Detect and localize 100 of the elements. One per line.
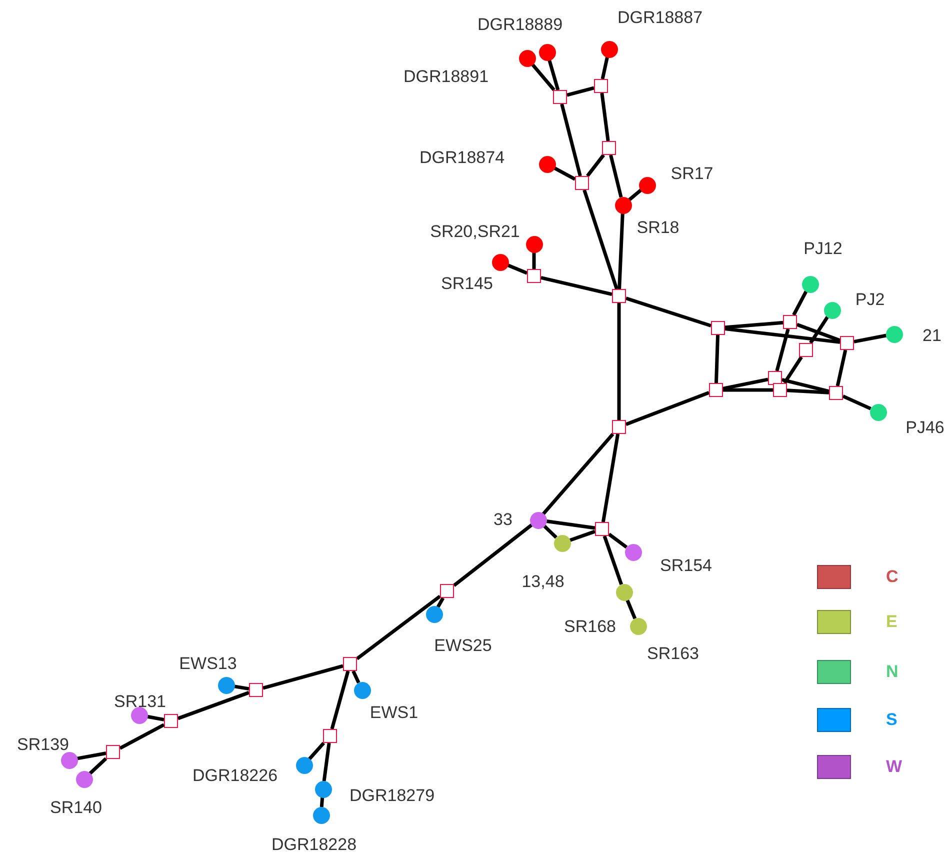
median-vector-square <box>323 729 337 743</box>
network-link <box>600 92 610 142</box>
haplotype-label: SR18 <box>636 218 680 238</box>
median-vector-square <box>602 141 616 155</box>
haplotype-label: SR131 <box>114 692 166 712</box>
haplotype-label: 21 <box>922 326 942 346</box>
median-vector-square <box>711 321 725 335</box>
network-link <box>854 334 886 344</box>
haplotype-label: PJ46 <box>906 418 944 438</box>
network-link <box>618 212 624 290</box>
haplotype-circle <box>518 50 536 66</box>
network-link <box>714 334 720 384</box>
median-vector-square <box>840 336 854 350</box>
median-vector-square <box>768 371 782 385</box>
network-link <box>722 378 768 390</box>
network-link <box>76 752 106 760</box>
median-vector-square <box>164 714 178 728</box>
haplotype-circle <box>296 756 312 774</box>
haplotype-circle <box>630 618 646 634</box>
network-link <box>582 189 618 290</box>
network-link <box>506 263 528 275</box>
haplotype-circle <box>530 512 546 528</box>
median-vector-square <box>783 315 797 329</box>
network-link <box>782 378 830 393</box>
median-vector-square <box>527 269 541 283</box>
network-link <box>602 535 624 586</box>
network-link <box>177 690 250 720</box>
haplotype-label: PJ12 <box>804 239 842 259</box>
median-vector-square <box>249 683 263 697</box>
network-link <box>600 56 610 80</box>
network-link <box>783 356 803 384</box>
haplotype-label: SR154 <box>660 556 712 576</box>
haplotype-label: SR139 <box>17 735 69 755</box>
haplotype-label: DGR18874 <box>419 148 505 168</box>
network-link <box>836 350 848 386</box>
network-link <box>568 530 596 542</box>
haplotype-circle <box>638 176 656 194</box>
network-link <box>775 328 790 372</box>
legend-label: C <box>886 567 898 587</box>
median-vector-square <box>553 90 567 104</box>
haplotype-circle <box>218 676 234 694</box>
network-link <box>88 757 108 775</box>
legend-label: E <box>886 612 898 632</box>
network-link <box>723 388 773 392</box>
haplotype-circle <box>314 780 332 798</box>
network-link <box>566 86 594 97</box>
haplotype-label: SR20,SR21 <box>430 222 520 242</box>
haplotype-label: PJ2 <box>855 290 885 310</box>
median-vector-square <box>709 383 723 397</box>
haplotype-label: EWS25 <box>434 636 492 656</box>
network-link <box>356 594 442 660</box>
haplotype-label: SR17 <box>670 164 714 184</box>
median-vector-square <box>440 584 454 598</box>
haplotype-circle <box>354 682 370 698</box>
haplotype-circle <box>526 236 542 252</box>
network-link <box>548 59 560 90</box>
haplotype-label: DGR18279 <box>349 786 435 806</box>
legend-label: S <box>886 710 898 730</box>
legend-label: W <box>886 757 902 777</box>
median-vector-square <box>799 343 813 357</box>
haplotype-circle <box>492 254 508 270</box>
haplotype-circle <box>802 276 818 292</box>
network-link <box>625 391 710 426</box>
haplotype-label: 33 <box>494 510 512 530</box>
haplotype-circle <box>130 706 148 724</box>
network-link <box>625 598 637 620</box>
network-link <box>436 597 445 608</box>
network-link <box>601 434 620 522</box>
median-vector-square <box>612 289 626 303</box>
network-link <box>809 316 830 344</box>
haplotype-circle <box>616 584 632 600</box>
haplotype-label: SR163 <box>647 644 699 664</box>
haplotype-circle <box>76 770 92 788</box>
network-link <box>146 714 164 722</box>
network-link <box>308 742 326 760</box>
haplotype-circle <box>600 40 618 58</box>
network-link <box>586 154 605 178</box>
haplotype-label: DGR18889 <box>477 15 563 35</box>
network-link <box>352 670 360 684</box>
haplotype-label: SR168 <box>564 617 616 637</box>
haplotype-circle <box>624 544 642 560</box>
haplotype-circle <box>538 156 556 172</box>
network-link <box>842 394 872 410</box>
haplotype-label: SR145 <box>441 274 493 294</box>
network-link <box>792 290 808 316</box>
haplotype-circle <box>312 806 330 824</box>
network-link <box>452 524 533 587</box>
median-vector-square <box>106 745 120 759</box>
network-link <box>609 154 623 198</box>
network-link <box>724 320 784 330</box>
network-link <box>330 670 350 730</box>
haplotype-label: SR140 <box>50 798 102 818</box>
network-link <box>546 519 596 530</box>
median-vector-square <box>575 176 589 190</box>
median-vector-square <box>773 383 787 397</box>
network-link <box>786 388 830 394</box>
network-link <box>724 327 840 344</box>
haplotype-label: DGR18891 <box>403 67 489 87</box>
network-link <box>560 104 582 176</box>
haplotype-circle <box>886 326 902 342</box>
